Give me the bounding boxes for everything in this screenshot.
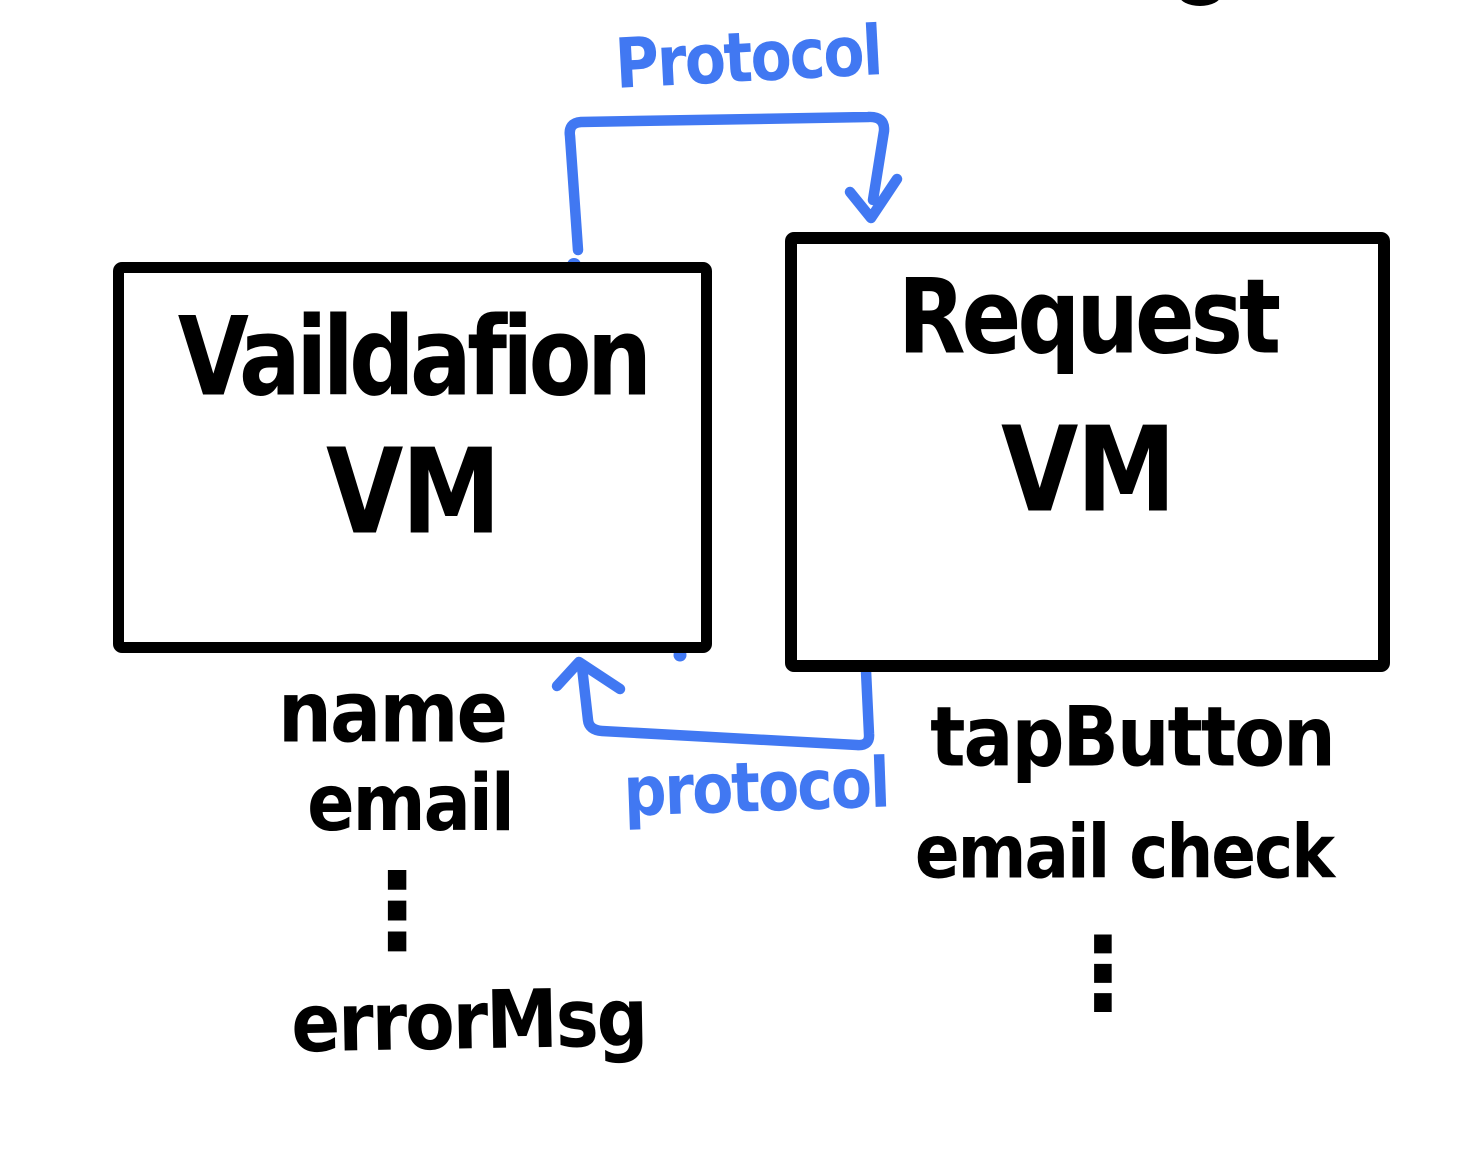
validation-vm-box: Vaildafion VM [113,262,712,653]
top-arrow-line [564,111,890,256]
label-name: name [277,662,508,762]
request-vm-title-line2: VM [1001,400,1176,539]
validation-vm-title: Vaildafion VM [124,273,701,551]
label-emailcheck: email check [914,809,1335,896]
label-ellipsis-right: ⋮ [1053,915,1153,1032]
bottom-arrow-label: protocol [622,743,890,833]
request-vm-title: Request VM [797,244,1378,530]
label-ellipsis-left: ⋮ [344,850,450,972]
request-vm-box: Request VM [785,232,1390,672]
stray-ink-mark [1181,0,1219,6]
top-arrowhead-icon [844,173,903,224]
label-errormsg: errorMsg [290,970,647,1071]
label-tapbutton: tapButton [930,689,1336,786]
top-arrow-label: Protocol [613,10,883,106]
validation-vm-title-line2: VM [326,422,501,561]
request-vm-title-line1: Request [897,255,1281,378]
bottom-arrow-line [576,661,875,751]
bottom-arrowhead-icon [551,656,626,695]
label-email: email [307,757,515,850]
validation-vm-title-line1: Vaildafion [177,294,653,421]
